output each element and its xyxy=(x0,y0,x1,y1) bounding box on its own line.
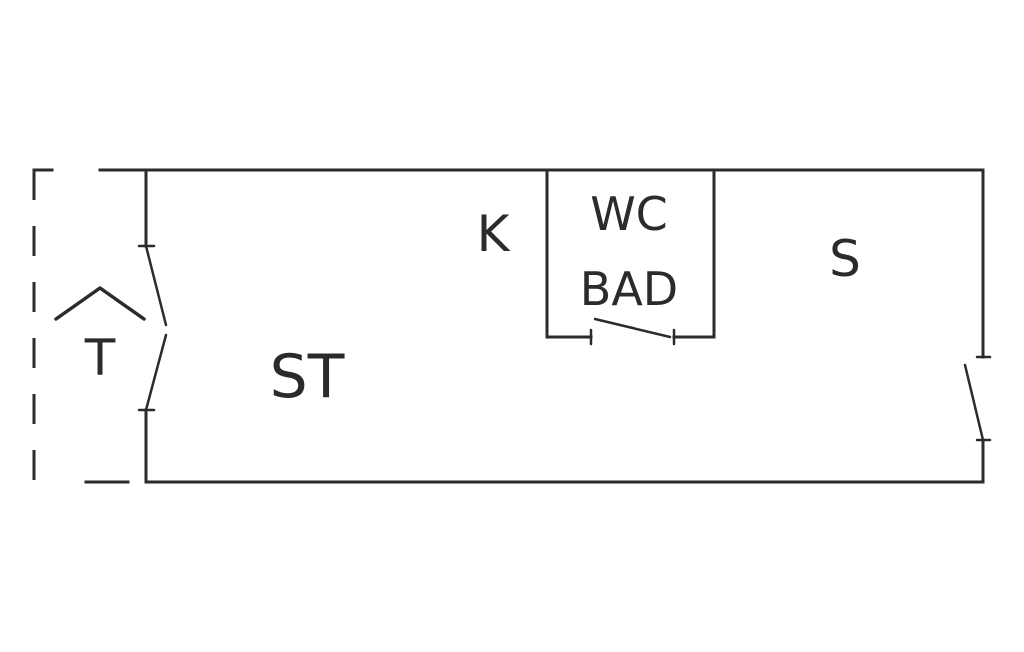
entrance-door-leaf-lower xyxy=(144,333,168,412)
room-label-bathroom-bad: BAD xyxy=(580,262,678,316)
entrance-label: T xyxy=(84,329,116,387)
caret-up-icon xyxy=(54,286,146,321)
room-label-bedroom: S xyxy=(829,230,861,288)
bedroom-door-leaf xyxy=(963,363,985,442)
entrance-door-leaf-upper xyxy=(144,244,168,327)
room-label-bathroom-wc: WC xyxy=(590,187,668,241)
bathroom-door-leaf xyxy=(593,317,672,339)
room-label-living: ST xyxy=(270,342,345,412)
room-label-kitchen: K xyxy=(477,205,511,263)
